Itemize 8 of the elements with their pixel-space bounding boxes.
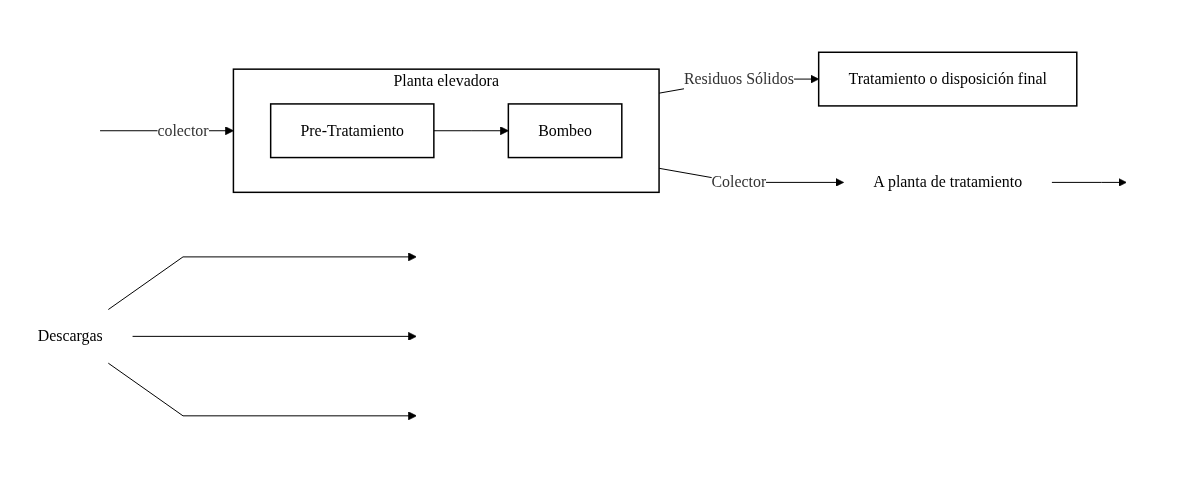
- process-box: Bombeo: [507, 103, 623, 159]
- text-label: A planta de tratamiento: [873, 173, 1023, 191]
- process-box: Pre-Tratamiento: [269, 103, 435, 159]
- process-box: Tratamiento o disposición final: [817, 51, 1078, 107]
- text-label: Descargas: [37, 327, 103, 345]
- edge-label: Residuos Sólidos: [683, 70, 794, 88]
- edge-label: colector: [157, 121, 209, 139]
- edge-label: Colector: [711, 173, 767, 191]
